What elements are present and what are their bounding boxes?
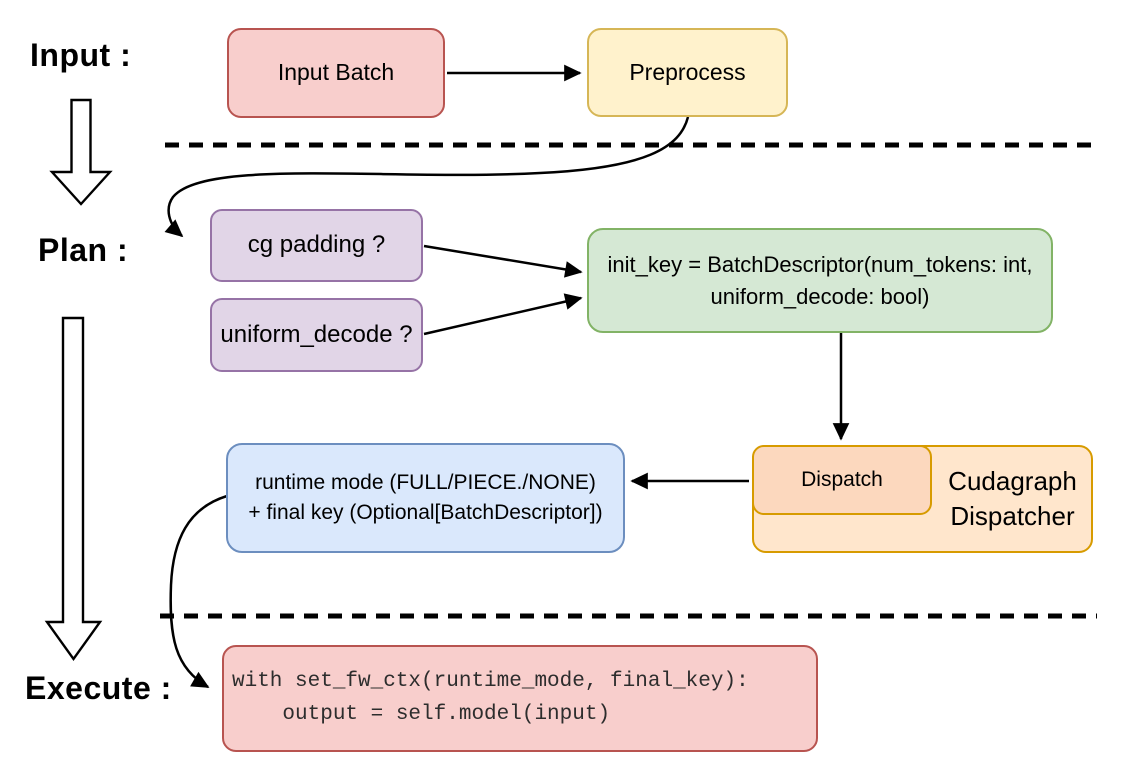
- arrow-uniformdecode-to-initkey: [423, 293, 583, 336]
- arrow-cgpadding-to-initkey: [423, 244, 583, 278]
- node-init-key-line1: init_key = BatchDescriptor(num_tokens: i…: [607, 251, 1033, 277]
- stage-label-input: Input :: [30, 37, 132, 73]
- node-uniform-decode: uniform_decode ?: [210, 298, 423, 372]
- node-runtime-mode-line2: + final key (Optional[BatchDescriptor]): [248, 501, 603, 524]
- curve-runtimemode-to-executecode: [169, 494, 228, 689]
- stage-label-execute: Execute :: [25, 670, 172, 706]
- node-execute-code: with set_fw_ctx(runtime_mode, final_key)…: [222, 645, 818, 752]
- node-cg-padding-label: cg padding ?: [247, 231, 386, 259]
- execute-code-line1: with set_fw_ctx(runtime_mode, final_key)…: [232, 669, 749, 693]
- node-cudagraph-dispatcher-label: Cudagraph Dispatcher: [932, 445, 1093, 553]
- node-preprocess: Preprocess: [587, 28, 788, 117]
- stage-label-plan: Plan :: [38, 232, 129, 268]
- cudagraph-label-line2: Dispatcher: [950, 501, 1075, 531]
- node-preprocess-label: Preprocess: [629, 58, 746, 85]
- node-cg-padding: cg padding ?: [210, 209, 423, 282]
- node-init-key: init_key = BatchDescriptor(num_tokens: i…: [587, 228, 1053, 333]
- hollow-arrow-plan-to-execute: [44, 316, 103, 662]
- node-runtime-mode-line1: runtime mode (FULL/PIECE./NONE): [255, 470, 596, 494]
- node-init-key-line2: uniform_decode: bool): [710, 283, 930, 309]
- node-runtime-mode: runtime mode (FULL/PIECE./NONE) + final …: [226, 443, 625, 553]
- node-dispatch-label: Dispatch: [801, 467, 883, 491]
- node-uniform-decode-label: uniform_decode ?: [220, 320, 413, 348]
- cudagraph-label-line1: Cudagraph: [948, 465, 1077, 496]
- curve-preprocess-to-cgpadding: [164, 116, 690, 238]
- node-input-batch-label: Input Batch: [277, 59, 395, 86]
- node-input-batch: Input Batch: [227, 28, 445, 118]
- execute-code-line2: output = self.model(input): [232, 702, 611, 726]
- node-dispatch: Dispatch: [752, 445, 932, 515]
- hollow-arrow-input-to-plan: [49, 98, 113, 206]
